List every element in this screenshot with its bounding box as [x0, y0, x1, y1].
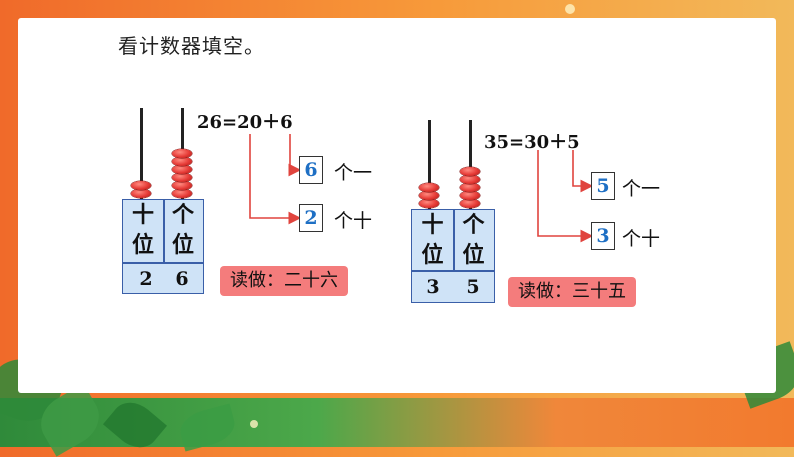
ones-label: 个 位	[453, 210, 494, 270]
bead	[460, 183, 480, 192]
bead	[460, 167, 480, 176]
row-divider	[123, 262, 203, 264]
ones-label-char: 位	[462, 242, 485, 268]
tens-label: 十 位	[412, 210, 453, 270]
light-decoration	[565, 4, 575, 14]
tens-label-char: 十	[421, 212, 444, 238]
bead	[460, 191, 480, 200]
bead	[460, 199, 480, 208]
tens-digit: 3	[426, 276, 440, 298]
tens-label-char: 位	[421, 242, 444, 268]
bead	[172, 173, 192, 182]
reading-label: 读做：二十六	[220, 266, 348, 296]
unit-ones: 个一	[622, 178, 661, 200]
bead	[172, 157, 192, 166]
bead	[419, 191, 439, 200]
reading-label: 读做：三十五	[508, 277, 636, 307]
bead	[460, 175, 480, 184]
bead	[172, 189, 192, 198]
instruction-title: 看计数器填空。	[118, 34, 265, 58]
tens-rod	[140, 108, 143, 200]
ones-label-char: 个	[462, 212, 485, 238]
row-divider	[412, 270, 494, 272]
column-divider	[453, 210, 455, 270]
unit-ones: 个一	[334, 162, 373, 184]
ones-label: 个 位	[163, 200, 203, 262]
ones-digit: 5	[466, 276, 480, 298]
bead	[172, 181, 192, 190]
arrow-lines	[249, 134, 594, 243]
answer-ones-box[interactable]: 5	[591, 172, 615, 200]
tens-label-char: 位	[131, 232, 154, 258]
tens-label: 十 位	[123, 200, 163, 262]
ones-label-char: 个	[171, 202, 194, 228]
light-decoration	[250, 420, 258, 428]
answer-ones-box[interactable]: 6	[299, 156, 323, 184]
ones-rod	[469, 120, 472, 210]
answer-tens-box[interactable]: 2	[299, 204, 323, 232]
bead	[419, 183, 439, 192]
arrow-tens-left	[249, 134, 302, 225]
bead	[131, 189, 151, 198]
arrow-ones-left	[288, 134, 302, 177]
counter-frame: 十 位 个 位 3 5	[411, 209, 495, 303]
answer-tens-box[interactable]: 3	[591, 222, 615, 250]
unit-tens: 个十	[334, 210, 373, 232]
tens-label-char: 十	[131, 202, 154, 228]
tens-digit: 2	[139, 268, 153, 290]
equation: 26=20＋6	[197, 112, 293, 133]
arrow-ones-right	[572, 150, 594, 193]
equation: 35=30＋5	[484, 132, 580, 153]
bead	[131, 181, 151, 190]
tens-rod	[428, 120, 431, 210]
counter-frame: 十 位 个 位 2 6	[122, 199, 204, 294]
column-divider	[163, 200, 165, 262]
unit-tens: 个十	[622, 228, 661, 250]
bead	[172, 165, 192, 174]
bead	[419, 199, 439, 208]
arrow-tens-right	[537, 150, 594, 243]
bead	[172, 149, 192, 158]
ones-digit: 6	[175, 268, 189, 290]
ones-label-char: 位	[171, 232, 194, 258]
